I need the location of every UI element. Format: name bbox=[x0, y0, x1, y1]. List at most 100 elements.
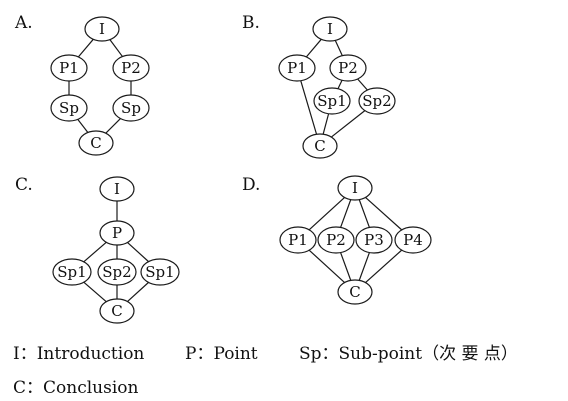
node-label: Sp2 bbox=[102, 263, 131, 281]
node-label: I bbox=[352, 179, 358, 197]
node-p1: P1 bbox=[50, 54, 88, 82]
edge-i-to-p4 bbox=[365, 196, 403, 231]
node-sp-b: Sp bbox=[112, 94, 150, 122]
node-label: C bbox=[90, 134, 101, 152]
node-label: Sp bbox=[121, 99, 141, 117]
node-c: C bbox=[337, 279, 373, 305]
node-label: P1 bbox=[288, 231, 308, 249]
node-ellipse bbox=[312, 16, 348, 42]
edge-sp-b-to-c bbox=[105, 118, 121, 134]
edge-i-to-p2 bbox=[109, 39, 123, 57]
edge-sp-a-to-c bbox=[77, 118, 89, 133]
panel-c-label: C. bbox=[15, 175, 33, 195]
node-sp1-a: Sp1 bbox=[52, 258, 92, 286]
edges bbox=[300, 38, 368, 138]
node-c: C bbox=[302, 133, 338, 159]
node-label: C bbox=[111, 302, 122, 320]
node-ellipse bbox=[337, 279, 373, 305]
node-label: P2 bbox=[121, 59, 141, 77]
node-sp2: Sp2 bbox=[358, 87, 396, 115]
node-p4: P4 bbox=[394, 226, 432, 254]
edge-p-to-sp1-b bbox=[127, 242, 149, 263]
node-label: Sp1 bbox=[57, 263, 86, 281]
node-i: I bbox=[337, 175, 373, 201]
node-sp2: Sp2 bbox=[97, 258, 137, 286]
node-label: P1 bbox=[287, 59, 307, 77]
node-ellipse bbox=[112, 94, 150, 122]
node-ellipse bbox=[394, 226, 432, 254]
node-ellipse bbox=[337, 175, 373, 201]
node-i: I bbox=[312, 16, 348, 42]
node-ellipse bbox=[84, 16, 120, 42]
legend-point: P：Point bbox=[185, 344, 258, 364]
node-ellipse bbox=[329, 54, 367, 82]
node-ellipse bbox=[52, 258, 92, 286]
node-label: P2 bbox=[338, 59, 358, 77]
node-ellipse bbox=[355, 226, 393, 254]
edge-sp1-a-to-c bbox=[83, 281, 107, 303]
node-label: P4 bbox=[403, 231, 423, 249]
node-ellipse bbox=[112, 54, 150, 82]
edge-i-to-p2 bbox=[334, 40, 343, 56]
node-c: C bbox=[78, 130, 114, 156]
node-ellipse bbox=[97, 258, 137, 286]
panel-b-label: B. bbox=[242, 13, 260, 33]
node-ellipse bbox=[78, 130, 114, 156]
node-label: I bbox=[327, 20, 333, 38]
node-sp-a: Sp bbox=[50, 94, 88, 122]
edge-i-to-p1 bbox=[305, 38, 322, 58]
edges bbox=[83, 201, 149, 303]
node-label: C bbox=[314, 137, 325, 155]
node-label: Sp bbox=[59, 99, 79, 117]
node-ellipse bbox=[50, 94, 88, 122]
edge-sp1-b-to-c bbox=[127, 281, 149, 302]
node-sp1-b: Sp1 bbox=[140, 258, 180, 286]
node-p3: P3 bbox=[355, 226, 393, 254]
node-ellipse bbox=[317, 226, 355, 254]
edge-p4-to-c bbox=[365, 249, 403, 284]
edge-p1-to-c bbox=[308, 249, 346, 283]
node-label: I bbox=[114, 180, 120, 198]
node-i: I bbox=[84, 16, 120, 42]
node-ellipse bbox=[99, 220, 135, 246]
node-label: P bbox=[112, 224, 122, 242]
node-p1: P1 bbox=[278, 54, 316, 82]
edge-p1-to-c bbox=[300, 80, 318, 135]
edge-p2-to-sp2 bbox=[357, 78, 368, 91]
panel-a-label: A. bbox=[14, 13, 33, 33]
node-ellipse bbox=[140, 258, 180, 286]
node-sp1: Sp1 bbox=[313, 87, 351, 115]
node-label: I bbox=[99, 20, 105, 38]
edge-i-to-p1 bbox=[77, 38, 94, 58]
node-ellipse bbox=[358, 87, 396, 115]
node-label: P3 bbox=[364, 231, 384, 249]
legend-introduction: I：Introduction bbox=[13, 344, 145, 364]
edge-p2-to-c bbox=[340, 252, 352, 281]
legend-conclusion: C：Conclusion bbox=[13, 378, 139, 398]
node-p1: P1 bbox=[279, 226, 317, 254]
edge-p2-to-sp1 bbox=[337, 80, 343, 89]
edge-i-to-p2 bbox=[340, 199, 352, 228]
edge-p-to-sp1-a bbox=[83, 241, 107, 263]
node-p: P bbox=[99, 220, 135, 246]
node-ellipse bbox=[99, 176, 135, 202]
legend-subpoint: Sp：Sub-point（次 要 点） bbox=[299, 344, 518, 364]
node-p2: P2 bbox=[317, 226, 355, 254]
edges bbox=[68, 38, 132, 134]
node-label: P1 bbox=[59, 59, 79, 77]
edge-sp1-to-c bbox=[322, 113, 330, 135]
node-ellipse bbox=[313, 87, 351, 115]
node-label: Sp2 bbox=[362, 92, 391, 110]
edges bbox=[308, 196, 403, 284]
node-p2: P2 bbox=[329, 54, 367, 82]
edge-p3-to-c bbox=[358, 252, 370, 281]
node-label: P2 bbox=[326, 231, 346, 249]
node-label: Sp1 bbox=[317, 92, 346, 110]
edge-i-to-p1 bbox=[308, 197, 346, 231]
edge-sp2-to-c bbox=[330, 110, 366, 138]
node-p2: P2 bbox=[112, 54, 150, 82]
